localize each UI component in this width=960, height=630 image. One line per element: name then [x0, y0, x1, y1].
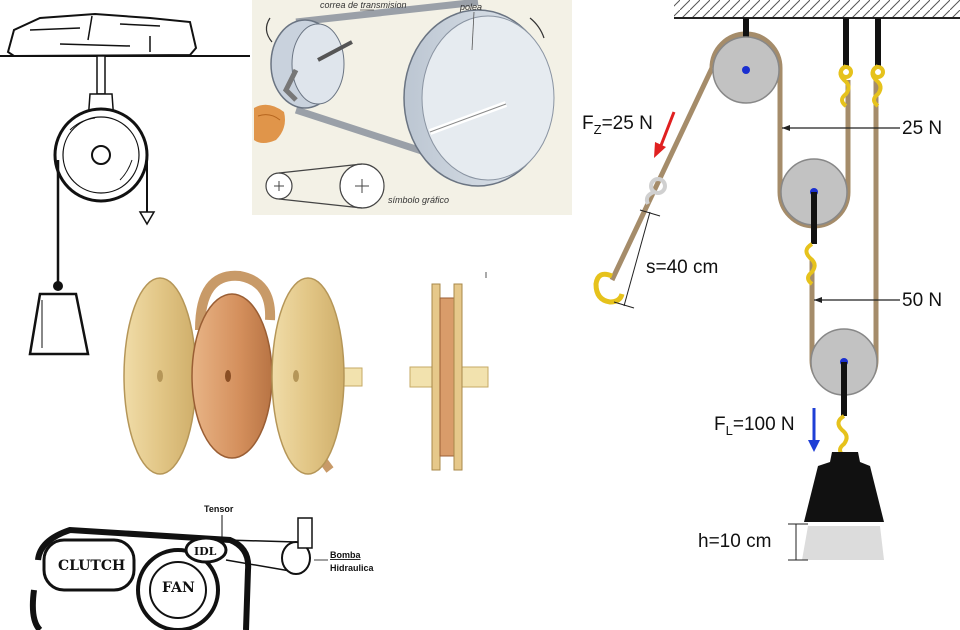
load-force-label: FL=100 N: [714, 414, 795, 438]
grooved-pulley-illustration: [123, 270, 363, 475]
fixed-pulley-sketch: [0, 12, 250, 356]
clutch-label: CLUTCH: [58, 558, 125, 574]
block-and-tackle-diagram: s=40 cm FZ=25 N 25 N 50 N FL=100 N h=10 …: [582, 0, 960, 561]
pull-force-label: FZ=25 N: [582, 113, 653, 137]
tension-50-label: 50 N: [902, 290, 942, 311]
pull-force-arrow: [658, 111, 676, 149]
pull-hook: [593, 271, 625, 305]
symbol-label: símbolo gráfico: [388, 195, 449, 205]
middle-hook: [804, 242, 817, 286]
load-hook: [836, 414, 849, 458]
fan-label: FAN: [162, 580, 195, 596]
load-weight: [804, 452, 884, 522]
pulley-label: polea: [459, 2, 482, 12]
belt-label: correa de transmision: [320, 0, 407, 10]
ghost-weight: [802, 526, 884, 560]
ceiling-hook-right: [870, 64, 885, 108]
pulley-side-view: [409, 272, 489, 471]
pump-label-1: Bomba: [330, 550, 361, 560]
tension-25-label: 25 N: [902, 118, 942, 139]
distance-label: s=40 cm: [646, 257, 718, 278]
ceiling-hook-left: [838, 64, 853, 108]
engine-belt-drive-sketch: CLUTCH FAN IDL Tensor Bomba Hidraulica: [29, 504, 375, 630]
height-label: h=10 cm: [698, 531, 771, 552]
belt-graphic-symbol: [265, 163, 385, 209]
tensor-label: Tensor: [204, 504, 234, 514]
ghost-hook: [644, 177, 667, 205]
pump-label-2: Hidraulica: [330, 563, 375, 573]
idler-label: IDL: [194, 545, 217, 558]
belt-transmission-panel: correa de transmision polea símbolo gráf…: [252, 0, 572, 215]
